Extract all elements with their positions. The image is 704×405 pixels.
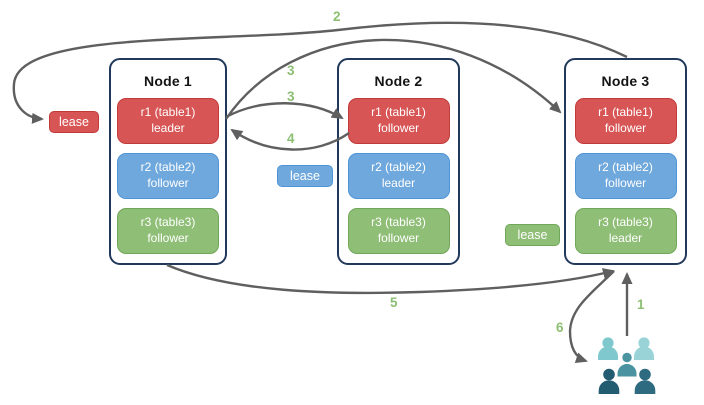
node3-replica-r1: r1 (table1) follower: [574, 98, 677, 144]
replica-role-label: follower: [377, 121, 420, 135]
users-group-icon: [598, 337, 656, 394]
user-person-icon: [634, 368, 656, 394]
replica-range-label: r3 (table3): [598, 215, 653, 230]
replica-range-label: r2 (table2): [140, 160, 196, 175]
replica-range-label: r3 (table3): [371, 215, 426, 230]
node2-replica-r2: r2 (table2) leader: [347, 153, 450, 199]
step-label-5: 5: [390, 295, 398, 310]
node3-replica-r2: r2 (table2) follower: [574, 153, 677, 199]
step-label-3b: 3: [287, 89, 295, 104]
step-label-3a: 3: [287, 63, 295, 78]
replica-range-label: r1 (table1): [598, 105, 653, 120]
user-person-icon: [598, 337, 618, 360]
arrow-step3-leader-to-node2: [225, 102, 344, 120]
lease-badge-r2: lease: [277, 165, 333, 187]
replica-role-label: leader: [608, 231, 643, 245]
replica-range-label: r2 (table2): [371, 160, 426, 175]
node1-replica-r1: r1 (table1) leader: [117, 98, 219, 144]
node-2: Node 2 r1 (table1) follower r2 (table2) …: [337, 58, 460, 265]
arrow-step6-node3-to-users: [568, 270, 615, 364]
step-label-1: 1: [637, 297, 645, 312]
user-person-icon: [617, 352, 637, 377]
replica-role-label: follower: [377, 231, 420, 245]
replica-range-label: r2 (table2): [598, 160, 653, 175]
step-label-6: 6: [556, 320, 564, 335]
user-person-icon: [598, 368, 620, 394]
lease-badge-r3: lease: [505, 224, 560, 246]
replica-role-label: follower: [604, 121, 647, 135]
replica-role-label: follower: [604, 176, 647, 190]
node2-replica-r3: r3 (table3) follower: [347, 208, 450, 254]
replica-range-label: r1 (table1): [140, 105, 196, 120]
step-label-2: 2: [333, 9, 341, 24]
replica-range-label: r3 (table3): [140, 215, 196, 230]
node1-replica-r2: r2 (table2) follower: [117, 153, 219, 199]
lease-badge-r1: lease: [49, 111, 99, 133]
node-1-title: Node 1: [144, 73, 192, 89]
node3-replica-r3: r3 (table3) leader: [574, 208, 677, 254]
user-person-icon: [634, 337, 654, 360]
arrow-step2-node3-to-lease1: [12, 21, 628, 124]
replica-range-label: r1 (table1): [371, 105, 426, 120]
replica-role-label: follower: [147, 176, 189, 190]
node1-replica-r3: r3 (table3) follower: [117, 208, 219, 254]
node2-replica-r1: r1 (table1) follower: [347, 98, 450, 144]
replica-role-label: leader: [151, 121, 185, 135]
node-1: Node 1 r1 (table1) leader r2 (table2) fo…: [109, 58, 227, 265]
step-label-4: 4: [287, 131, 295, 146]
node-3: Node 3 r1 (table1) follower r2 (table2) …: [564, 58, 687, 265]
node-3-title: Node 3: [601, 73, 650, 89]
arrow-step5-node1-to-node3: [166, 263, 615, 295]
replica-role-label: follower: [147, 231, 189, 245]
node-2-title: Node 2: [374, 73, 423, 89]
replica-role-label: leader: [381, 176, 416, 190]
